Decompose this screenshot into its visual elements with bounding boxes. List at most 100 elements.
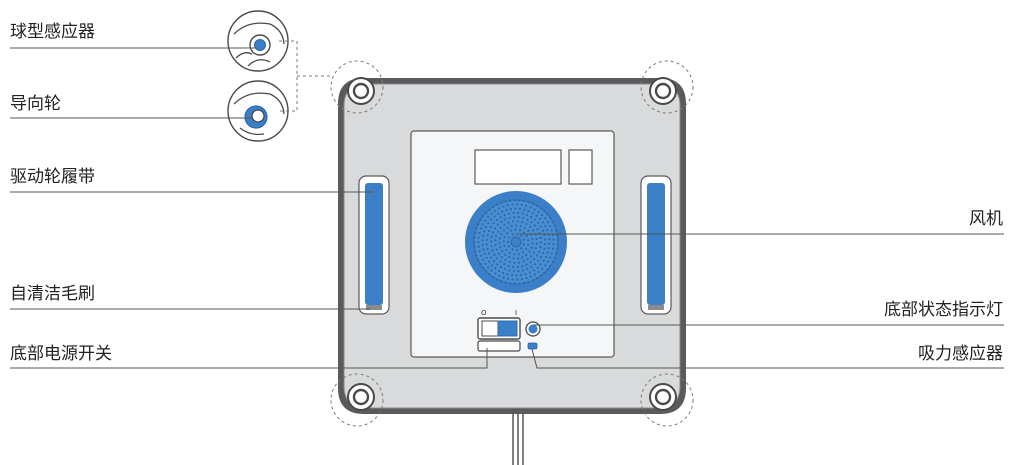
fan-hole <box>527 201 530 204</box>
label-suction-sensor: 吸力感应器 <box>918 344 1003 364</box>
fan-hole <box>494 267 497 270</box>
fan-hole <box>511 278 514 281</box>
fan-hole <box>549 225 552 228</box>
fan-hole <box>517 216 520 219</box>
fan-hole <box>546 213 549 216</box>
fan-hole <box>543 247 546 250</box>
fan-hole <box>533 224 536 227</box>
fan-hole <box>520 247 523 250</box>
fan-hole <box>485 243 489 246</box>
fan-hole <box>543 210 546 213</box>
fan-hole <box>515 224 518 227</box>
fan-hole <box>531 279 534 282</box>
fan-hole <box>541 213 544 217</box>
fan-hole <box>504 218 507 221</box>
fan-hole <box>546 260 550 263</box>
fan-hole <box>506 204 509 207</box>
panel-window-small <box>568 149 593 185</box>
fan-hole <box>519 224 522 228</box>
fan-hole <box>485 238 488 241</box>
fan-hole <box>475 227 478 230</box>
fan-hole <box>525 213 529 217</box>
right-drive-track <box>640 175 672 315</box>
fan-hole <box>539 274 542 277</box>
fan-hole <box>507 212 511 215</box>
fan-hole <box>511 248 514 251</box>
fan-hole <box>510 274 514 277</box>
fan-hole <box>517 261 521 264</box>
fan-hole <box>475 254 478 257</box>
fan-hole <box>481 223 484 226</box>
fan-hole <box>544 264 547 267</box>
fan-hole <box>534 262 537 266</box>
fan-hole <box>525 253 528 257</box>
fan-hole <box>529 206 532 209</box>
fan-hole <box>506 232 509 235</box>
fan-hole <box>513 282 516 285</box>
fan-hole <box>503 263 506 266</box>
fan-hole <box>537 210 540 214</box>
fan-hole <box>473 245 476 248</box>
fan-hole <box>477 258 480 261</box>
fan-hole <box>553 225 556 228</box>
fan-hole <box>511 203 514 206</box>
fan-hole <box>498 269 501 272</box>
fan-hole <box>523 226 526 230</box>
fan-hole <box>537 270 540 274</box>
fan-hole <box>528 250 531 253</box>
fan-hole <box>526 258 529 261</box>
fan-hole <box>529 261 532 264</box>
left-drive-track <box>358 175 390 315</box>
fan-hole <box>502 276 505 279</box>
fan-hole <box>522 238 526 241</box>
fan-hole <box>502 205 505 208</box>
fan-hole <box>481 215 485 218</box>
fan-hole <box>546 268 549 271</box>
fan-hole <box>491 249 494 252</box>
fan-hole <box>539 225 542 228</box>
fan-hole <box>496 223 499 226</box>
fan-hole <box>485 256 488 259</box>
label-ball-sensor: 球型感应器 <box>10 22 95 42</box>
fan-hole <box>500 280 503 283</box>
fan-hole <box>523 208 526 211</box>
fan-hole <box>549 256 552 259</box>
fan-hole <box>502 229 506 232</box>
fan-hole <box>504 253 507 256</box>
fan-hole <box>482 234 485 237</box>
fan-hole <box>495 234 498 237</box>
fan-hole <box>539 241 543 244</box>
fan-hole <box>546 221 550 224</box>
fan-hole <box>556 243 559 246</box>
fan-hole <box>483 230 486 233</box>
fan-hole <box>484 211 488 214</box>
fan-hole <box>526 218 529 221</box>
fan-hole <box>509 207 512 211</box>
fan-hole <box>533 218 536 221</box>
fan-hole <box>489 240 493 243</box>
fan-hole <box>477 245 480 248</box>
label-drive-track: 驱动轮履带 <box>10 167 95 187</box>
fan-hole <box>496 278 499 281</box>
fan-hole <box>484 270 488 273</box>
fan-hole <box>494 239 497 242</box>
fan-hole <box>524 272 527 276</box>
fan-hole <box>487 222 490 225</box>
fan-hole <box>513 199 516 202</box>
corner-wheel-highlights <box>330 60 694 427</box>
fan-hole <box>522 243 525 246</box>
fan-hole <box>484 262 487 265</box>
fan-hole <box>550 252 553 255</box>
panel-window-large <box>474 149 562 185</box>
fan-hole <box>498 274 501 277</box>
fan-hole <box>527 229 530 232</box>
fan-hole <box>495 218 498 222</box>
fan-hole <box>504 281 507 284</box>
fan-hole <box>539 246 542 249</box>
corner-wheels <box>347 77 677 411</box>
fan-hole <box>484 219 487 222</box>
fan-hole <box>522 217 525 220</box>
fan-hole <box>518 199 521 202</box>
switch-mark-off: O <box>481 309 487 317</box>
